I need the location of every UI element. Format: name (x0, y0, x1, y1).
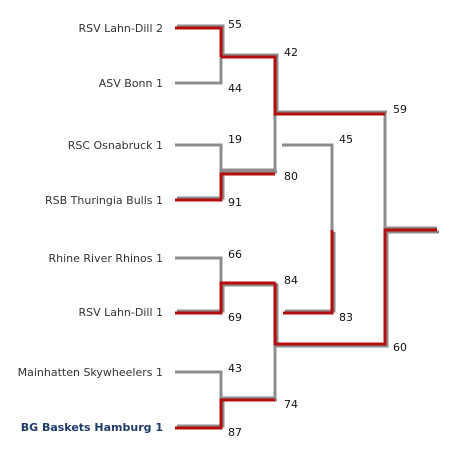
line-r1-m2 (175, 143, 223, 202)
line-r2-m2 (221, 281, 277, 400)
team-name: RSV Lahn-Dill 2 (78, 22, 163, 35)
round1-lines (175, 26, 223, 430)
winner-path-r1-m3 (175, 281, 275, 315)
score-label: 59 (393, 103, 407, 116)
line-final (276, 112, 437, 230)
team-name: Mainhatten Skywheelers 1 (17, 366, 163, 379)
score-label: 83 (339, 311, 353, 324)
winner-path-r1-m2 (175, 172, 275, 202)
team-name: Rhine River Rhinos 1 (48, 252, 163, 265)
score-label: 55 (228, 18, 242, 31)
score-label: 80 (284, 170, 298, 183)
score-label: 69 (228, 311, 242, 324)
winner-paths (175, 26, 437, 430)
score-label: 60 (393, 341, 407, 354)
winner-path-r1-m4 (175, 398, 275, 430)
score-label: 44 (228, 82, 242, 95)
score-label: 19 (228, 133, 242, 146)
line-r1-m3 (175, 256, 223, 315)
score-label: 43 (228, 362, 242, 375)
winner-paths-shadow (177, 24, 439, 428)
round2-lines (221, 55, 277, 400)
champion-team-name: BG Baskets Hamburg 1 (20, 421, 163, 434)
score-label: 42 (284, 46, 298, 59)
score-label: 74 (284, 398, 298, 411)
score-label: 45 (339, 133, 353, 146)
round4-lines (276, 112, 437, 230)
score-label: 84 (284, 274, 298, 287)
line-r1-m4 (175, 370, 223, 430)
team-name: RSB Thuringia Bulls 1 (44, 194, 163, 207)
winner-path-r2-m1 (221, 55, 385, 116)
score-label: 66 (228, 248, 242, 261)
score-label: 87 (228, 426, 242, 439)
team-name: ASV Bonn 1 (98, 77, 163, 90)
team-name: RSV Lahn-Dill 1 (78, 306, 163, 319)
line-r2-m1 (221, 55, 277, 172)
line-r1-m1 (175, 26, 223, 85)
score-label: 91 (228, 196, 242, 209)
winner-path-r1-m1 (175, 26, 223, 57)
winner-path-r2-m2 (273, 228, 437, 346)
team-name: RSC Osnabruck 1 (67, 139, 163, 152)
winner-path-r3-m1 (283, 230, 334, 315)
